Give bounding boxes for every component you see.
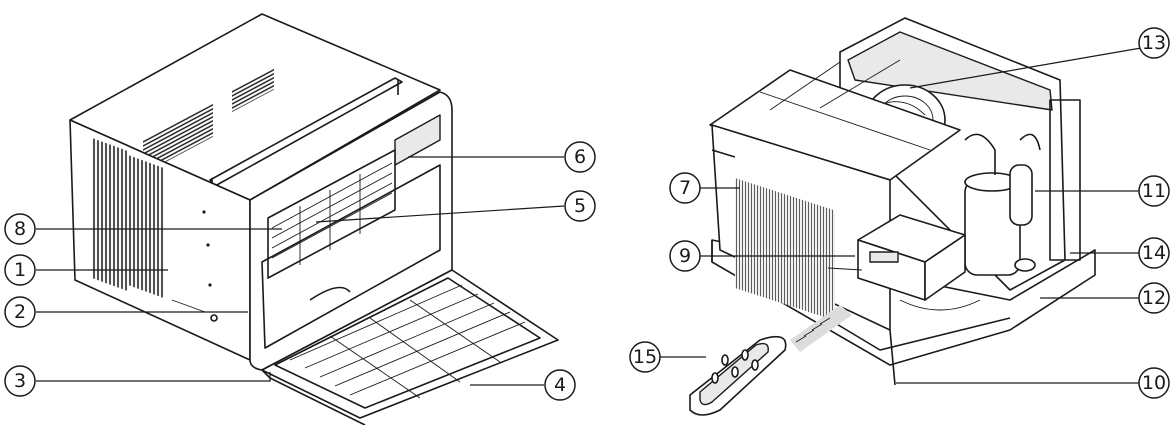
svg-text:9: 9 [679, 245, 691, 267]
callout-5: 5 [564, 190, 596, 222]
svg-text:5: 5 [574, 195, 586, 217]
svg-text:4: 4 [554, 374, 566, 396]
callout-11: 11 [1138, 175, 1170, 207]
callout-8: 8 [4, 213, 36, 245]
callout-2: 2 [4, 296, 36, 328]
svg-text:3: 3 [14, 370, 26, 392]
leader-lines [36, 47, 1142, 386]
callout-3: 3 [4, 365, 36, 397]
svg-text:10: 10 [1142, 372, 1166, 394]
svg-text:6: 6 [574, 146, 586, 168]
callout-14: 14 [1138, 237, 1170, 269]
callout-10: 10 [1138, 367, 1170, 399]
remote-control [689, 335, 787, 416]
callout-1: 1 [4, 254, 36, 286]
svg-text:13: 13 [1142, 32, 1166, 54]
infrared-beam [790, 305, 852, 352]
callout-6: 6 [564, 141, 596, 173]
callout-4: 4 [544, 369, 576, 401]
svg-text:12: 12 [1142, 287, 1166, 309]
callout-13: 13 [1138, 27, 1170, 59]
svg-text:2: 2 [14, 301, 26, 323]
callout-7: 7 [669, 172, 701, 204]
svg-text:1: 1 [14, 259, 26, 281]
svg-text:7: 7 [679, 177, 691, 199]
svg-text:14: 14 [1142, 242, 1166, 264]
svg-text:11: 11 [1142, 180, 1166, 202]
left-unit [69, 13, 559, 425]
callout-12: 12 [1138, 282, 1170, 314]
svg-text:8: 8 [14, 218, 26, 240]
right-unit [709, 17, 1096, 386]
svg-text:15: 15 [633, 346, 657, 368]
callout-15: 15 [629, 341, 661, 373]
callout-9: 9 [669, 240, 701, 272]
